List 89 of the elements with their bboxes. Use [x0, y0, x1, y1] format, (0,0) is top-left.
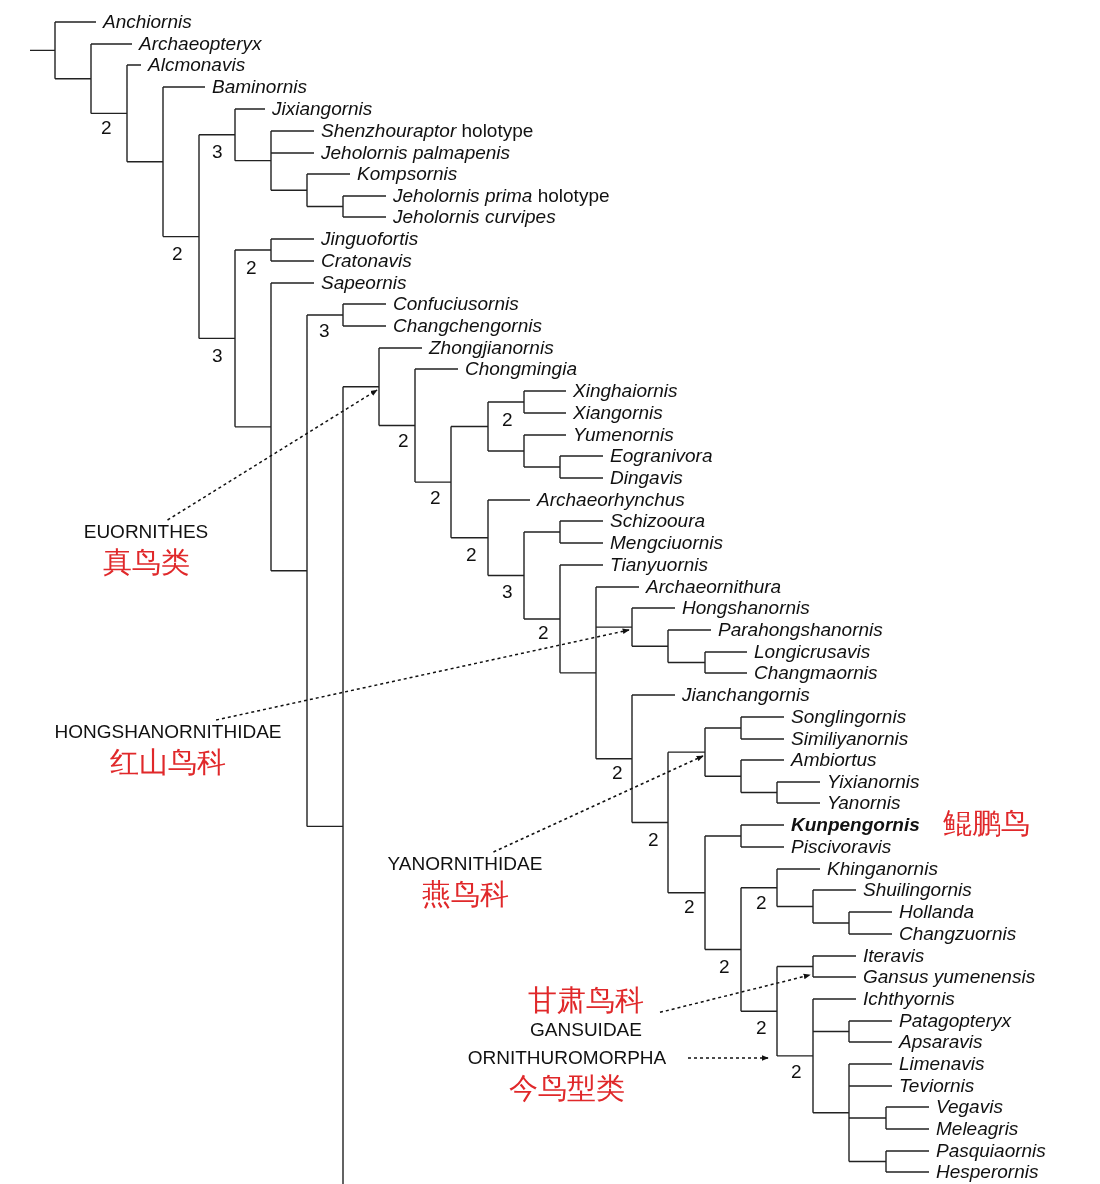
- taxon-name: Chongmingia: [465, 358, 577, 380]
- taxon-name: Confuciusornis: [393, 293, 519, 315]
- taxon-name: Pasquiaornis: [936, 1140, 1046, 1162]
- clade-name: GANSUIDAE: [529, 1018, 643, 1042]
- taxon-name: Changzuornis: [899, 923, 1017, 945]
- support-value: 2: [791, 1061, 802, 1083]
- taxon-name: Shenzhouraptor holotype: [321, 120, 534, 142]
- taxon-name: Yixianornis: [827, 771, 920, 793]
- taxon-name: Alcmonavis: [148, 54, 246, 76]
- taxon-name: Parahongshanornis: [718, 619, 883, 641]
- taxon-name: Songlingornis: [791, 706, 907, 728]
- taxon-name: Vegavis: [936, 1096, 1003, 1118]
- taxon-name: Anchiornis: [103, 11, 192, 33]
- taxon-name: Xinghaiornis: [573, 380, 678, 402]
- chinese-name: 燕鸟科: [420, 876, 510, 912]
- support-value: 2: [172, 243, 183, 265]
- support-value: 2: [538, 622, 549, 644]
- taxon-name: Kunpengornis: [791, 814, 920, 836]
- taxon-name: Hesperornis: [936, 1161, 1039, 1183]
- taxon-name: Archaeorhynchus: [537, 489, 685, 511]
- taxon-name: Xiangornis: [573, 402, 663, 424]
- clade-name: HONGSHANORNITHIDAE: [53, 720, 283, 744]
- leader-arrow: [215, 628, 630, 721]
- taxon-name: Changmaornis: [754, 662, 878, 684]
- leader-arrow: [492, 755, 704, 853]
- clade-name: EUORNITHES: [82, 520, 210, 544]
- taxon-name: Tianyuornis: [610, 554, 709, 576]
- taxon-name: Archaeopteryx: [139, 33, 262, 55]
- support-value: 3: [212, 141, 223, 163]
- taxon-name: Hongshanornis: [682, 597, 810, 619]
- taxon-name: Teviornis: [899, 1075, 975, 1097]
- chinese-name: 今鸟型类: [508, 1070, 626, 1106]
- chinese-name: 真鸟类: [101, 544, 191, 580]
- taxon-name: Jeholornis curvipes: [393, 206, 556, 228]
- chinese-name: 鲲鹏鸟: [943, 805, 1030, 841]
- support-value: 3: [212, 345, 223, 367]
- taxon-name: Baminornis: [212, 76, 308, 98]
- support-value: 2: [719, 956, 730, 978]
- taxon-name: Gansus yumenensis: [863, 966, 1036, 988]
- taxon-name: Iteravis: [863, 945, 925, 967]
- taxon-name: Jianchangornis: [682, 684, 810, 706]
- chinese-name: 红山鸟科: [109, 744, 227, 780]
- taxon-name: Apsaravis: [899, 1031, 983, 1053]
- support-value: 2: [466, 544, 477, 566]
- taxon-name: Mengciuornis: [610, 532, 723, 554]
- taxon-name: Jeholornis prima holotype: [393, 185, 610, 207]
- leader-arrow: [166, 389, 378, 521]
- taxon-name: Khinganornis: [827, 858, 938, 880]
- leader-arrow: [687, 1055, 769, 1061]
- taxon-name: Schizooura: [610, 510, 706, 532]
- taxon-name: Archaeornithura: [646, 576, 782, 598]
- support-value: 3: [319, 320, 330, 342]
- support-value: 2: [246, 257, 257, 279]
- taxon-name: Hollanda: [899, 901, 974, 923]
- taxon-name: Cratonavis: [321, 250, 412, 272]
- taxon-name: Kompsornis: [357, 163, 458, 185]
- taxon-name: Ichthyornis: [863, 988, 955, 1010]
- taxon-name: Similiyanornis: [791, 728, 909, 750]
- taxon-name: Sapeornis: [321, 272, 407, 294]
- clade-name: YANORNITHIDAE: [386, 852, 544, 876]
- taxon-name: Changchengornis: [393, 315, 542, 337]
- support-value: 2: [612, 762, 623, 784]
- support-value: 2: [756, 1017, 767, 1039]
- taxon-name: Piscivoravis: [791, 836, 892, 858]
- taxon-name: Limenavis: [899, 1053, 985, 1075]
- taxon-name: Jinguofortis: [321, 228, 419, 250]
- support-value: 2: [684, 896, 695, 918]
- taxon-name: Meleagris: [936, 1118, 1019, 1140]
- taxon-name: Jeholornis palmapenis: [321, 142, 511, 164]
- taxon-name: Longicrusavis: [754, 641, 871, 663]
- support-value: 2: [648, 829, 659, 851]
- taxon-name: Eogranivora: [610, 445, 713, 467]
- support-value: 2: [430, 487, 441, 509]
- taxon-name: Patagopteryx: [899, 1010, 1011, 1032]
- taxon-name: Shuilingornis: [863, 879, 972, 901]
- support-value: 2: [502, 409, 513, 431]
- support-value: 2: [101, 117, 112, 139]
- leader-arrow: [659, 973, 811, 1014]
- taxon-name: Jixiangornis: [272, 98, 373, 120]
- taxon-name: Yanornis: [827, 792, 901, 814]
- taxon-name: Ambiortus: [791, 749, 877, 771]
- taxon-name: Zhongjianornis: [429, 337, 554, 359]
- support-value: 3: [502, 581, 513, 603]
- taxon-name: Dingavis: [610, 467, 683, 489]
- chinese-name: 甘肃鸟科: [527, 982, 645, 1018]
- taxon-name: Yumenornis: [573, 424, 674, 446]
- support-value: 2: [398, 430, 409, 452]
- support-value: 2: [756, 892, 767, 914]
- clade-name: ORNITHUROMORPHA: [466, 1046, 668, 1070]
